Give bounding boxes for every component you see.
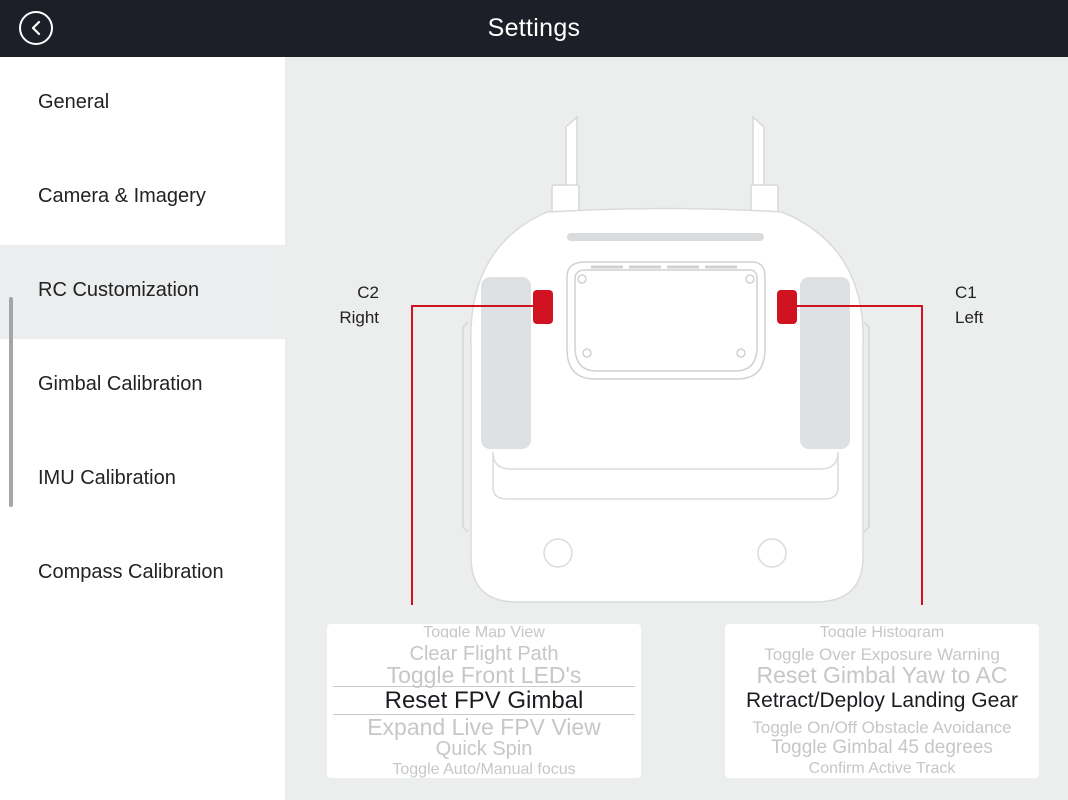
c1-side: Left bbox=[955, 308, 984, 327]
antenna-right bbox=[750, 115, 779, 214]
c1-label: C1 Left bbox=[955, 280, 1015, 330]
c1-title: C1 bbox=[955, 283, 977, 302]
picker-selected-option[interactable]: Retract/Deploy Landing Gear bbox=[746, 689, 1018, 712]
c1-callout-line bbox=[797, 305, 923, 605]
sidebar-item-label: Gimbal Calibration bbox=[38, 373, 203, 395]
left-stick-button bbox=[543, 538, 573, 568]
picker-option[interactable]: Toggle Front LED's bbox=[386, 662, 582, 688]
rc-customization-panel: C2 Right C1 Left Toggle Map View Clear F… bbox=[285, 57, 1068, 800]
picker-option[interactable]: Toggle Gimbal 45 degrees bbox=[771, 737, 993, 758]
c2-button bbox=[533, 290, 553, 324]
sidebar-item-compass-calibration[interactable]: Compass Calibration bbox=[0, 527, 285, 621]
remote-controller-illustration bbox=[411, 115, 923, 605]
chevron-left-icon bbox=[31, 20, 41, 36]
c2-callout-line bbox=[411, 305, 533, 605]
c2-title: C2 bbox=[357, 283, 379, 302]
sidebar-item-gimbal-calibration[interactable]: Gimbal Calibration bbox=[0, 339, 285, 433]
antenna-left bbox=[551, 115, 580, 214]
sidebar-item-rc-customization[interactable]: RC Customization bbox=[0, 245, 285, 339]
sidebar-item-label: IMU Calibration bbox=[38, 467, 176, 489]
sidebar-item-label: General bbox=[38, 91, 110, 113]
sidebar-item-label: Camera & Imagery bbox=[38, 185, 206, 207]
picker-selection-line-bottom bbox=[333, 714, 635, 715]
picker-option[interactable]: Reset Gimbal Yaw to AC bbox=[756, 662, 1008, 688]
c1-button bbox=[777, 290, 797, 324]
c2-label: C2 Right bbox=[335, 280, 379, 330]
picker-option[interactable]: Toggle Auto/Manual focus bbox=[392, 761, 576, 778]
sidebar-scrollbar[interactable] bbox=[9, 297, 13, 507]
right-stick-button bbox=[757, 538, 787, 568]
picker-option[interactable]: Toggle Map View bbox=[423, 626, 545, 638]
lower-panel bbox=[492, 451, 839, 500]
c1-function-picker[interactable]: Toggle Histogram Toggle Over Exposure Wa… bbox=[725, 624, 1039, 778]
sidebar-item-general[interactable]: General bbox=[0, 57, 285, 151]
sidebar-item-camera-imagery[interactable]: Camera & Imagery bbox=[0, 151, 285, 245]
sidebar-item-imu-calibration[interactable]: IMU Calibration bbox=[0, 433, 285, 527]
top-bar: Settings bbox=[0, 0, 1068, 57]
picker-option[interactable]: Clear Flight Path bbox=[409, 643, 559, 665]
picker-option[interactable]: Expand Live FPV View bbox=[367, 714, 601, 740]
right-grip bbox=[800, 277, 850, 449]
picker-selection-line-top bbox=[333, 686, 635, 687]
sidebar: General Camera & Imagery RC Customizatio… bbox=[0, 57, 285, 800]
picker-option[interactable]: Confirm Active Track bbox=[808, 760, 956, 777]
sidebar-item-label: Compass Calibration bbox=[38, 561, 224, 583]
left-grip bbox=[481, 277, 531, 449]
back-button[interactable] bbox=[19, 11, 53, 45]
c2-function-picker[interactable]: Toggle Map View Clear Flight Path Toggle… bbox=[327, 624, 641, 778]
picker-option[interactable]: Toggle Histogram bbox=[819, 626, 945, 638]
page-title: Settings bbox=[487, 14, 581, 42]
screen-housing bbox=[566, 261, 766, 380]
sidebar-item-label: RC Customization bbox=[38, 279, 200, 301]
c2-side: Right bbox=[339, 308, 379, 327]
top-slot bbox=[567, 233, 764, 241]
picker-selected-option[interactable]: Reset FPV Gimbal bbox=[384, 687, 584, 714]
picker-option[interactable]: Quick Spin bbox=[435, 738, 533, 760]
picker-option[interactable]: Toggle On/Off Obstacle Avoidance bbox=[752, 718, 1012, 737]
picker-option[interactable]: Toggle Over Exposure Warning bbox=[764, 645, 1000, 664]
